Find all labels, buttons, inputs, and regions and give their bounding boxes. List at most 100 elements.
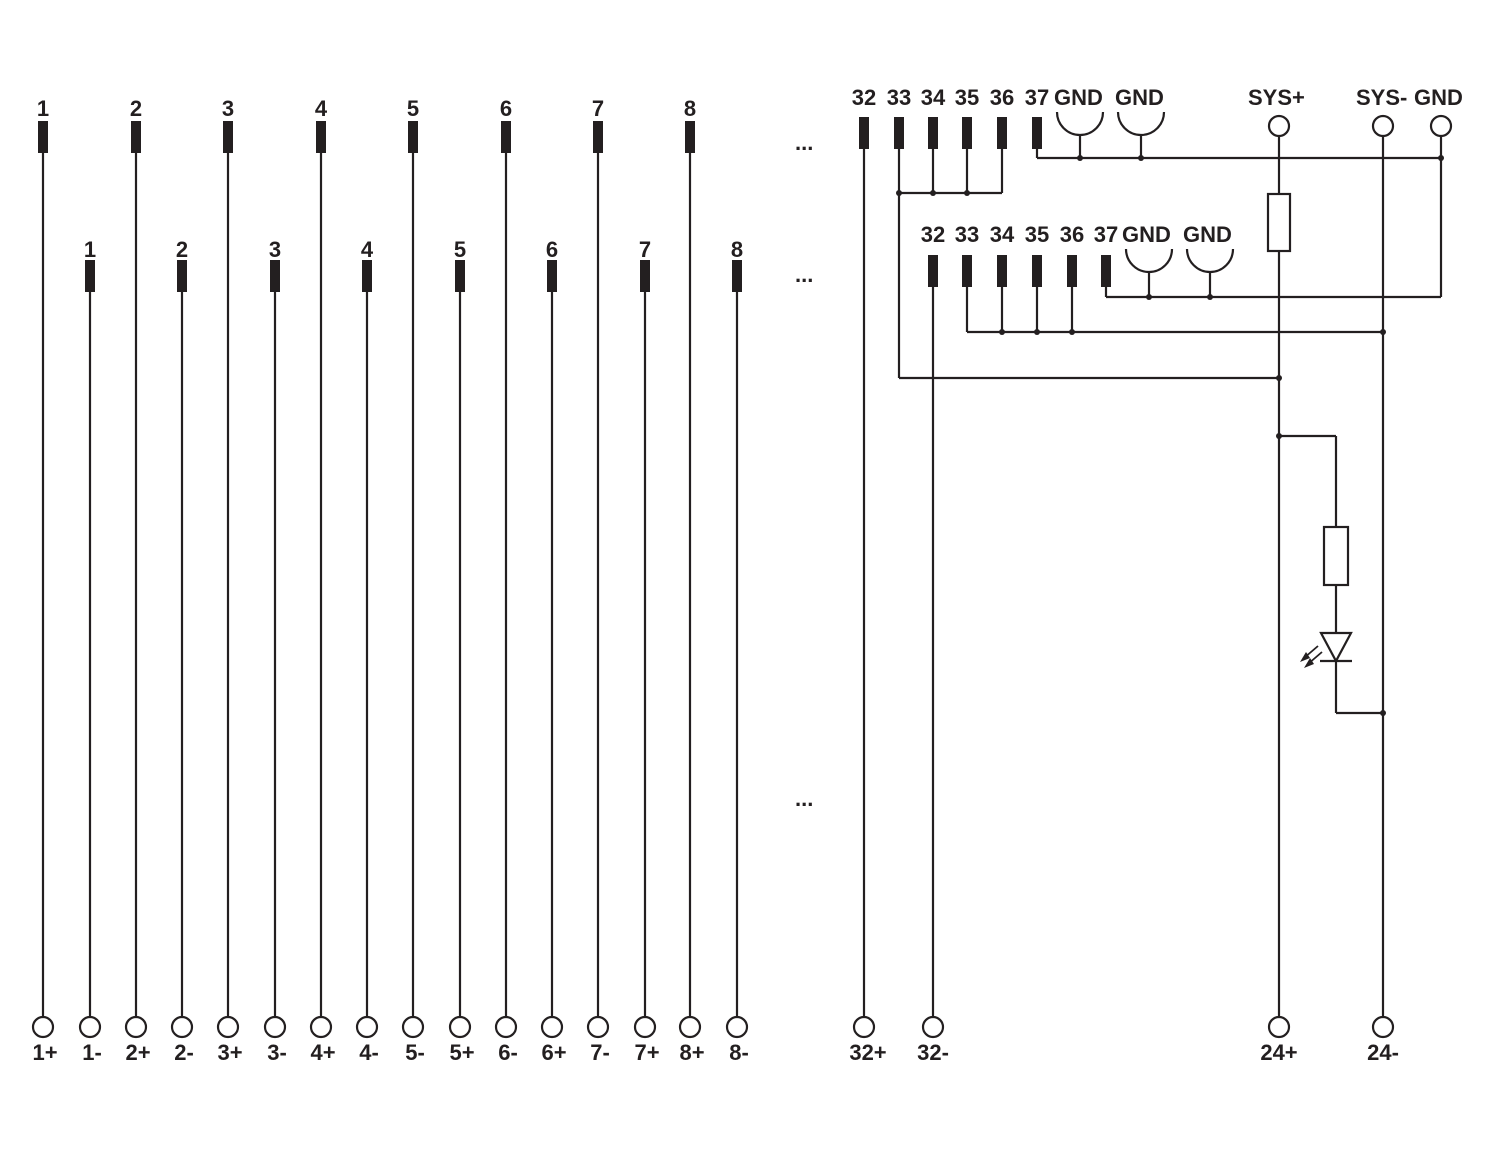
ellipsis-mid: ... bbox=[795, 262, 813, 287]
pin-right-top-33 bbox=[894, 117, 904, 149]
pin-right-top-34 bbox=[928, 117, 938, 149]
pin-right-mid-32 bbox=[928, 255, 938, 287]
terminal-gnd-top bbox=[1429, 114, 1453, 138]
pin-right-mid-34 bbox=[997, 255, 1007, 287]
right-mid-pin-label: 33 bbox=[955, 222, 979, 247]
top-pin-label: 5 bbox=[407, 96, 419, 121]
resistor-sys bbox=[1266, 192, 1292, 253]
terminal-label: 2+ bbox=[125, 1040, 150, 1065]
top-pin-label: 7 bbox=[592, 96, 604, 121]
terminal-6- bbox=[494, 1015, 518, 1039]
terminals bbox=[31, 114, 1453, 1039]
mid-pin-label: 4 bbox=[361, 237, 374, 262]
pin-mid-6 bbox=[547, 260, 557, 292]
right-top-pin-label: 36 bbox=[990, 85, 1014, 110]
labels: 11+11-22+22-33+33-44+44-55-55+66-66+77-7… bbox=[32, 85, 1398, 1065]
junction-dot bbox=[1077, 155, 1083, 161]
terminal-5- bbox=[401, 1015, 425, 1039]
pin-top-4 bbox=[316, 121, 326, 153]
pin-top-5 bbox=[408, 121, 418, 153]
junction-dot bbox=[1069, 329, 1075, 335]
junction-dot bbox=[964, 190, 970, 196]
pin-right-mid-33 bbox=[962, 255, 972, 287]
terminal-label: 32+ bbox=[849, 1040, 886, 1065]
terminal-32-plus bbox=[852, 1015, 876, 1039]
pin-top-3 bbox=[223, 121, 233, 153]
junction-dot bbox=[1034, 329, 1040, 335]
top-pin-label: 2 bbox=[130, 96, 142, 121]
terminal-2- bbox=[170, 1015, 194, 1039]
pin-connectors bbox=[38, 117, 1111, 292]
gnd-label-top-1: GND bbox=[1054, 85, 1103, 110]
terminal-label: 24- bbox=[1367, 1040, 1399, 1065]
terminal-label: 6+ bbox=[541, 1040, 566, 1065]
gnd-label-mid-1: GND bbox=[1122, 222, 1171, 247]
terminal-4+ bbox=[309, 1015, 333, 1039]
terminal-2+ bbox=[124, 1015, 148, 1039]
right-mid-pin-label: 37 bbox=[1094, 222, 1118, 247]
terminal-label: 8- bbox=[729, 1040, 749, 1065]
top-pin-label: 3 bbox=[222, 96, 234, 121]
junction-dot bbox=[930, 190, 936, 196]
terminal-3+ bbox=[216, 1015, 240, 1039]
terminal-label: 7- bbox=[590, 1040, 610, 1065]
gnd-label-right: GND bbox=[1414, 85, 1463, 110]
right-top-pin-label: 35 bbox=[955, 85, 979, 110]
top-pin-label: 8 bbox=[684, 96, 696, 121]
ellipsis-bottom: ... bbox=[795, 786, 813, 811]
led-icon bbox=[1300, 631, 1353, 668]
gnd-cup-mid-1 bbox=[1124, 248, 1174, 274]
gnd-cup-top-1 bbox=[1055, 111, 1105, 137]
resistor-led bbox=[1322, 525, 1350, 587]
mid-pin-label: 8 bbox=[731, 237, 743, 262]
terminal-6+ bbox=[540, 1015, 564, 1039]
gnd-label-mid-2: GND bbox=[1183, 222, 1232, 247]
gnd-cup-mid-2 bbox=[1185, 248, 1235, 274]
terminal-label: 4+ bbox=[310, 1040, 335, 1065]
pin-right-top-36 bbox=[997, 117, 1007, 149]
terminal-24-minus bbox=[1371, 1015, 1395, 1039]
terminal-label: 1+ bbox=[32, 1040, 57, 1065]
junction-dot bbox=[999, 329, 1005, 335]
pin-mid-1 bbox=[85, 260, 95, 292]
terminal-7- bbox=[586, 1015, 610, 1039]
terminal-5+ bbox=[448, 1015, 472, 1039]
terminal-sys-minus bbox=[1371, 114, 1395, 138]
terminal-8+ bbox=[678, 1015, 702, 1039]
pin-top-8 bbox=[685, 121, 695, 153]
terminal-label: 32- bbox=[917, 1040, 949, 1065]
terminal-24-plus bbox=[1267, 1015, 1291, 1039]
terminal-32-minus bbox=[921, 1015, 945, 1039]
mid-pin-label: 6 bbox=[546, 237, 558, 262]
terminal-label: 6- bbox=[498, 1040, 518, 1065]
pin-mid-4 bbox=[362, 260, 372, 292]
right-top-pin-label: 37 bbox=[1025, 85, 1049, 110]
pin-right-mid-37 bbox=[1101, 255, 1111, 287]
mid-pin-label: 5 bbox=[454, 237, 466, 262]
pin-mid-5 bbox=[455, 260, 465, 292]
pin-mid-2 bbox=[177, 260, 187, 292]
right-top-pin-label: 34 bbox=[921, 85, 946, 110]
pin-top-2 bbox=[131, 121, 141, 153]
junction-dot bbox=[1207, 294, 1213, 300]
junction-dot bbox=[1380, 710, 1386, 716]
terminal-4- bbox=[355, 1015, 379, 1039]
right-mid-pin-label: 35 bbox=[1025, 222, 1049, 247]
pin-right-mid-35 bbox=[1032, 255, 1042, 287]
top-pin-label: 1 bbox=[37, 96, 49, 121]
terminal-label: 5+ bbox=[449, 1040, 474, 1065]
pin-right-top-32 bbox=[859, 117, 869, 149]
top-pin-label: 4 bbox=[315, 96, 328, 121]
pin-mid-7 bbox=[640, 260, 650, 292]
sys-plus-label: SYS+ bbox=[1248, 85, 1305, 110]
right-mid-pin-label: 36 bbox=[1060, 222, 1084, 247]
terminal-label: 8+ bbox=[679, 1040, 704, 1065]
mid-pin-label: 2 bbox=[176, 237, 188, 262]
pin-right-mid-36 bbox=[1067, 255, 1077, 287]
mid-pin-label: 1 bbox=[84, 237, 96, 262]
terminal-label: 7+ bbox=[634, 1040, 659, 1065]
terminal-7+ bbox=[633, 1015, 657, 1039]
terminal-sys-plus bbox=[1267, 114, 1291, 138]
terminal-8- bbox=[725, 1015, 749, 1039]
